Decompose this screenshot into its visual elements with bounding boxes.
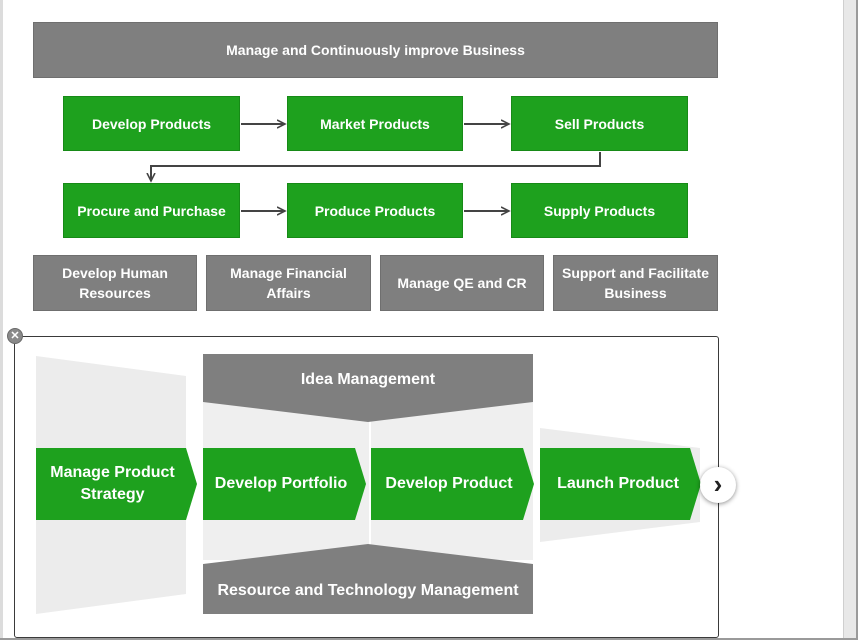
develop-hr-box: Develop Human Resources [33,255,197,311]
develop-products-box: Develop Products [63,96,240,151]
manage-qe-cr-box: Manage QE and CR [380,255,544,311]
develop-portfolio-label: Develop Portfolio [214,475,348,492]
manage-business-label: Manage and Continuously improve Business [226,42,525,58]
manage-business-bar: Manage and Continuously improve Business [33,22,718,78]
close-icon[interactable]: ✕ [7,328,23,344]
develop-products-label: Develop Products [91,115,212,132]
window-frame-right [856,0,858,640]
window-frame-bottom [0,638,858,640]
scrollbar-track[interactable] [843,0,858,640]
develop-hr-label: Develop Human Resources [62,265,168,301]
market-products-label: Market Products [320,115,430,132]
market-products-box: Market Products [287,96,463,151]
support-facilitate-label: Support and Facilitate Business [561,265,709,301]
manage-financial-box: Manage Financial Affairs [206,255,371,311]
produce-products-label: Produce Products [314,202,436,219]
supply-products-label: Supply Products [543,202,656,219]
resource-management-label: Resource and Technology Management [217,582,519,599]
window-frame-left [0,0,3,640]
produce-products-box: Produce Products [287,183,463,238]
idea-management-label: Idea Management [300,371,436,388]
sell-products-box: Sell Products [511,96,688,151]
develop-product-label: Develop Product [385,475,513,492]
supply-products-box: Supply Products [511,183,688,238]
sell-products-label: Sell Products [554,115,645,132]
arrow-sell-to-procure [151,152,601,181]
launch-product-label: Launch Product [557,475,679,492]
chevron-right-icon[interactable]: › [700,467,736,503]
procure-purchase-box: Procure and Purchase [63,183,240,238]
support-facilitate-box: Support and Facilitate Business [553,255,718,311]
manage-qe-cr-label: Manage QE and CR [397,275,527,291]
manage-strategy-label: Manage Product Strategy [50,464,175,503]
procure-purchase-label: Procure and Purchase [77,202,226,219]
manage-financial-label: Manage Financial Affairs [230,265,347,301]
